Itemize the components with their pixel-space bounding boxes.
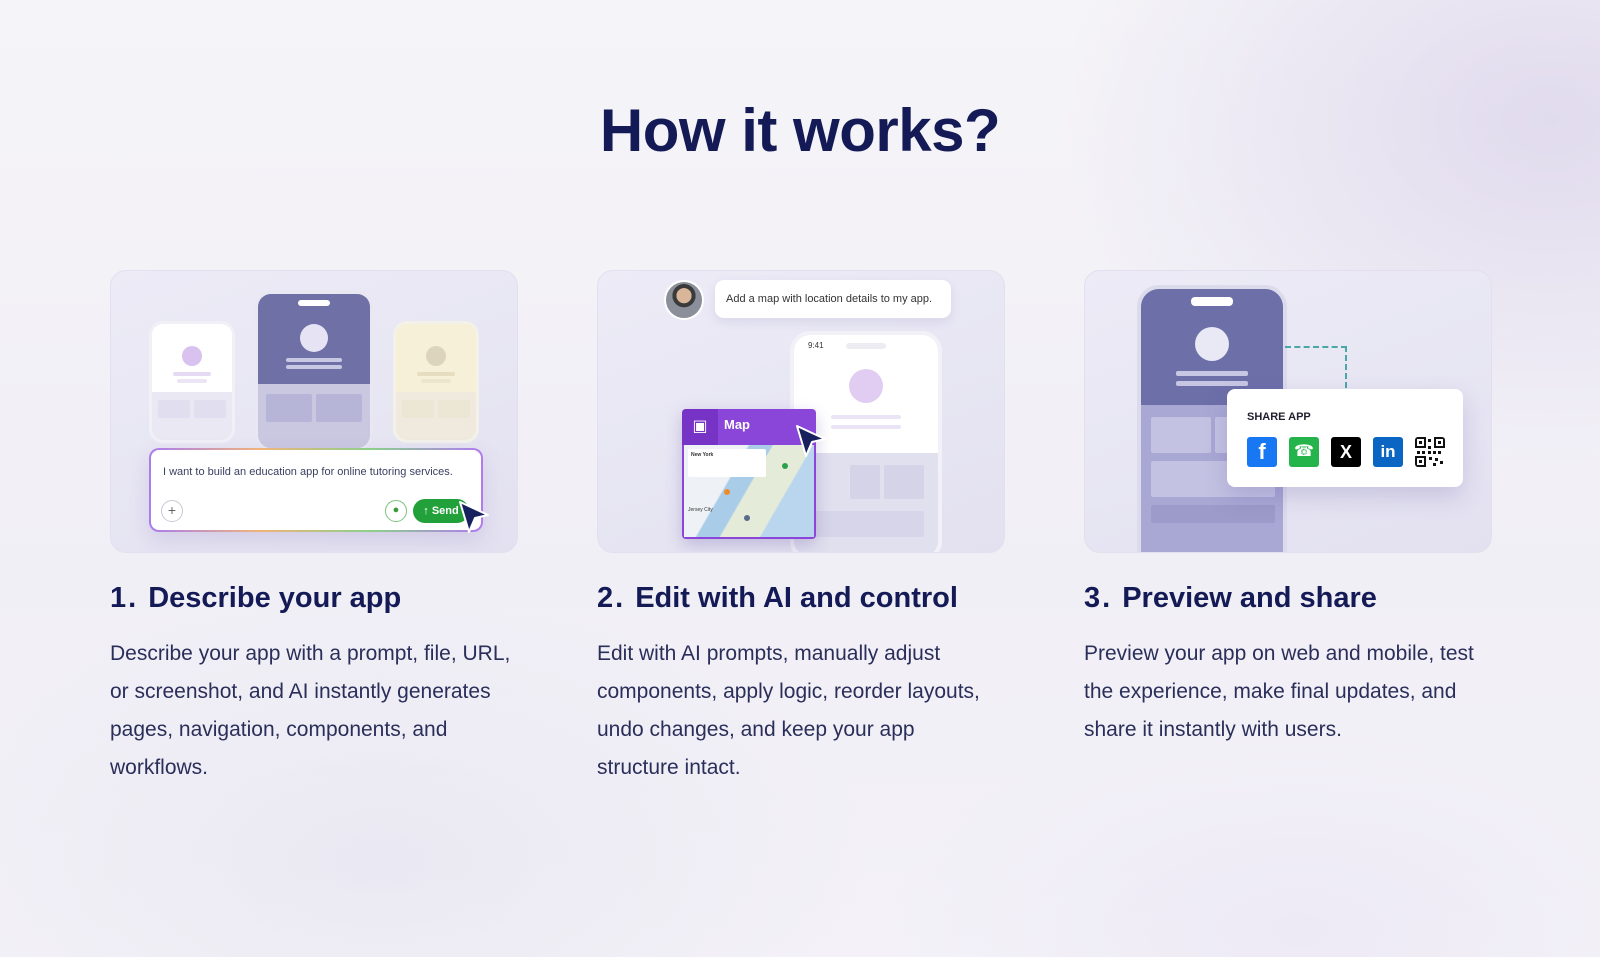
phone-mockup-right	[393, 321, 479, 443]
prompt-input[interactable]: I want to build an education app for onl…	[149, 448, 483, 532]
chat-message-bubble: Add a map with location details to my ap…	[715, 280, 951, 318]
step-1-number: 1.	[110, 582, 139, 614]
send-label: Send	[431, 505, 459, 517]
map-location-card: New York	[688, 449, 766, 477]
map-component[interactable]: ▣ Map New York Jersey City	[682, 409, 816, 539]
map-view: New York Jersey City	[682, 445, 816, 539]
share-app-title: SHARE APP	[1247, 411, 1311, 423]
user-avatar	[664, 280, 704, 320]
map-pin-icon	[744, 515, 750, 521]
map-city: Jersey City	[688, 507, 713, 513]
x-icon[interactable]: X	[1331, 437, 1361, 467]
step-1-title-text: Describe your app	[148, 582, 402, 614]
add-attachment-button[interactable]: +	[161, 500, 183, 522]
step-3-description: Preview your app on web and mobile, test…	[1084, 642, 1474, 741]
map-place: New York	[691, 452, 714, 458]
cursor-icon	[459, 501, 489, 533]
step-1-title: 1. Describe your app	[110, 582, 401, 615]
step-2-title: 2. Edit with AI and control	[597, 582, 958, 615]
phone-mockup-left	[149, 321, 235, 443]
prompt-text: I want to build an education app for onl…	[163, 466, 453, 478]
phone-mockup-center	[255, 291, 373, 451]
qr-code-icon[interactable]	[1415, 437, 1445, 467]
step-2-number: 2.	[597, 582, 626, 614]
step-3-title-text: Preview and share	[1122, 582, 1377, 614]
step-3-number: 3.	[1084, 582, 1113, 614]
microphone-icon[interactable]: ●	[385, 500, 407, 522]
facebook-icon[interactable]: f	[1247, 437, 1277, 467]
map-icon: ▣	[682, 409, 718, 445]
map-label: Map	[724, 417, 750, 432]
map-pin-icon	[724, 489, 730, 495]
phone-time: 9:41	[808, 341, 824, 350]
share-app-panel: SHARE APP f ☎ X in	[1227, 389, 1463, 487]
preview-share-illustration: SHARE APP f ☎ X in	[1084, 270, 1492, 553]
describe-app-illustration: I want to build an education app for onl…	[110, 270, 518, 553]
step-2-title-text: Edit with AI and control	[635, 582, 958, 614]
connector-line	[1285, 346, 1347, 388]
step-1-description: Describe your app with a prompt, file, U…	[110, 642, 511, 779]
page-title: How it works?	[599, 97, 1001, 164]
linkedin-icon[interactable]: in	[1373, 437, 1403, 467]
step-2-description: Edit with AI prompts, manually adjust co…	[597, 642, 980, 779]
map-pin-icon	[782, 463, 788, 469]
step-3-title: 3. Preview and share	[1084, 582, 1377, 615]
edit-with-ai-illustration: Add a map with location details to my ap…	[597, 270, 1005, 553]
cursor-icon	[796, 425, 826, 457]
whatsapp-icon[interactable]: ☎	[1289, 437, 1319, 467]
